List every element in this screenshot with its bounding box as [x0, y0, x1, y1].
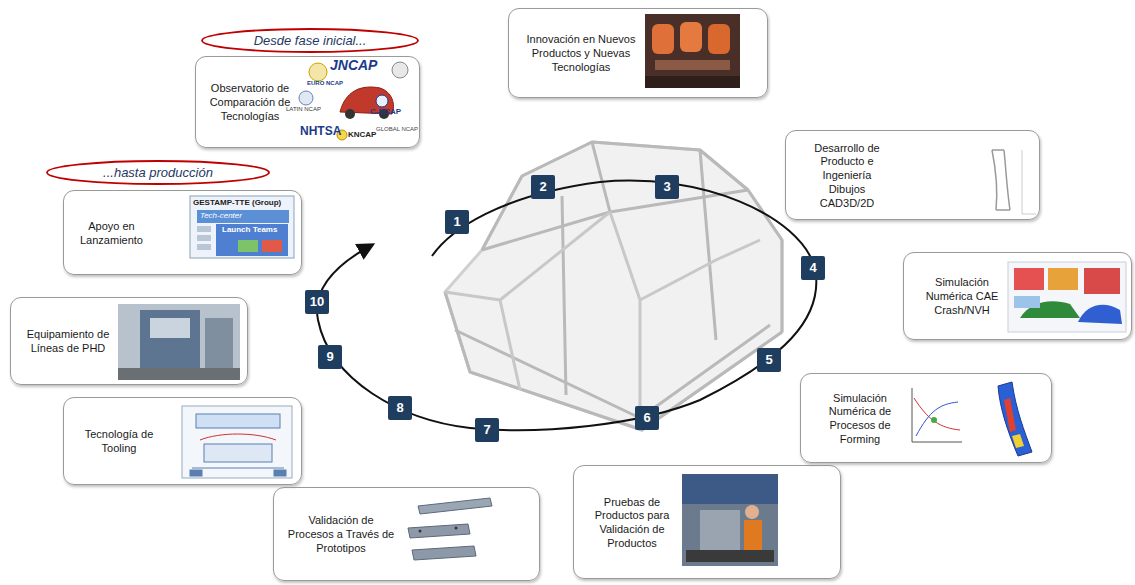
car-body [445, 142, 782, 430]
phase-text: Desde fase inicial... [200, 33, 420, 49]
number-text: 10 [305, 290, 329, 314]
logo-text: C-NCAP [370, 108, 401, 117]
forming-simulation [912, 382, 1032, 456]
box-ground [273, 487, 540, 581]
number-text: 9 [318, 345, 342, 369]
logo-text: LATIN NCAP [286, 106, 321, 113]
box-text: Simulación Numérica CAE Crash/NVH [918, 276, 1006, 317]
testing-photo [682, 474, 778, 566]
step-number: 6 [635, 406, 659, 430]
step-number: 5 [757, 348, 781, 372]
box-ground [785, 130, 1040, 220]
phase-ellipse: ...hasta producción [45, 159, 271, 186]
logo-text: Tech-center [200, 212, 242, 221]
logo-text: KNCAP [348, 131, 376, 140]
number-text: 7 [475, 418, 499, 442]
launch-screenshot [190, 196, 294, 258]
box-text: Innovación en Nuevos Productos y Nuevas … [521, 33, 641, 74]
number-text: 5 [757, 348, 781, 372]
step-number: 4 [801, 256, 825, 280]
process-box: Pruebas de Productos para Validación de … [573, 465, 841, 579]
box-text: Pruebas de Productos para Validación de … [586, 496, 678, 551]
number-text: 1 [445, 210, 469, 234]
box-ground [63, 397, 302, 485]
step-number: 2 [531, 175, 555, 199]
innovation-photo [645, 14, 740, 88]
logo-text: Launch Teams [222, 226, 277, 235]
box-text: Desarrollo de Producto e Ingeniería Dibu… [808, 142, 886, 211]
tooling-drawing [182, 406, 292, 478]
logo-text: GESTAMP-TTE (Group) [193, 199, 281, 208]
step-number: 9 [318, 345, 342, 369]
number-text: 6 [635, 406, 659, 430]
process-box: Equipamiento de Líneas de PHD [10, 297, 248, 385]
logo-text: EURO NCAP [307, 80, 343, 87]
process-box: Simulación Numérica CAE Crash/NVH [903, 252, 1132, 340]
phase-ellipse: Desde fase inicial... [200, 27, 420, 54]
box-ground [10, 297, 248, 385]
logo-text: GLOBAL NCAP [376, 126, 418, 133]
box-ground [903, 252, 1132, 340]
number-text: 8 [388, 396, 412, 420]
process-loop [317, 181, 816, 431]
number-text: 4 [801, 256, 825, 280]
box-ground [573, 465, 841, 579]
step-number: 10 [305, 290, 329, 314]
box-ground [195, 56, 420, 148]
step-number: 8 [388, 396, 412, 420]
box-text: Observatorio de Comparación de Tecnologí… [204, 82, 296, 123]
number-text: 3 [655, 175, 679, 199]
prototype-parts [408, 498, 492, 560]
step-number: 1 [445, 210, 469, 234]
box-text: Equipamiento de Líneas de PHD [19, 328, 117, 356]
process-box: Tecnología de Tooling [63, 397, 302, 485]
pillar-drawing [992, 150, 1036, 214]
step-number: 3 [655, 175, 679, 199]
logo-text: JNCAP [330, 58, 377, 73]
box-text: Validación de Procesos a Través de Proto… [286, 514, 396, 555]
number-text: 2 [531, 175, 555, 199]
crash-simulation [1008, 262, 1126, 332]
process-box: Desarrollo de Producto e Ingeniería Dibu… [785, 130, 1040, 220]
logo-text: NHTSA [300, 125, 341, 138]
process-box: Innovación en Nuevos Productos y Nuevas … [508, 8, 768, 98]
phase-text: ...hasta producción [45, 165, 271, 181]
box-text: Apoyo en Lanzamiento [74, 220, 149, 248]
box-text: Tecnología de Tooling [74, 428, 164, 456]
box-ground [800, 373, 1052, 463]
process-box: Validación de Procesos a Través de Proto… [273, 487, 540, 581]
process-box: Simulación Numérica de Procesos de Formi… [800, 373, 1052, 463]
step-number: 7 [475, 418, 499, 442]
box-ground [63, 190, 302, 275]
box-text: Simulación Numérica de Procesos de Formi… [819, 392, 901, 447]
press-line-photo [118, 304, 240, 380]
box-ground [508, 8, 768, 98]
